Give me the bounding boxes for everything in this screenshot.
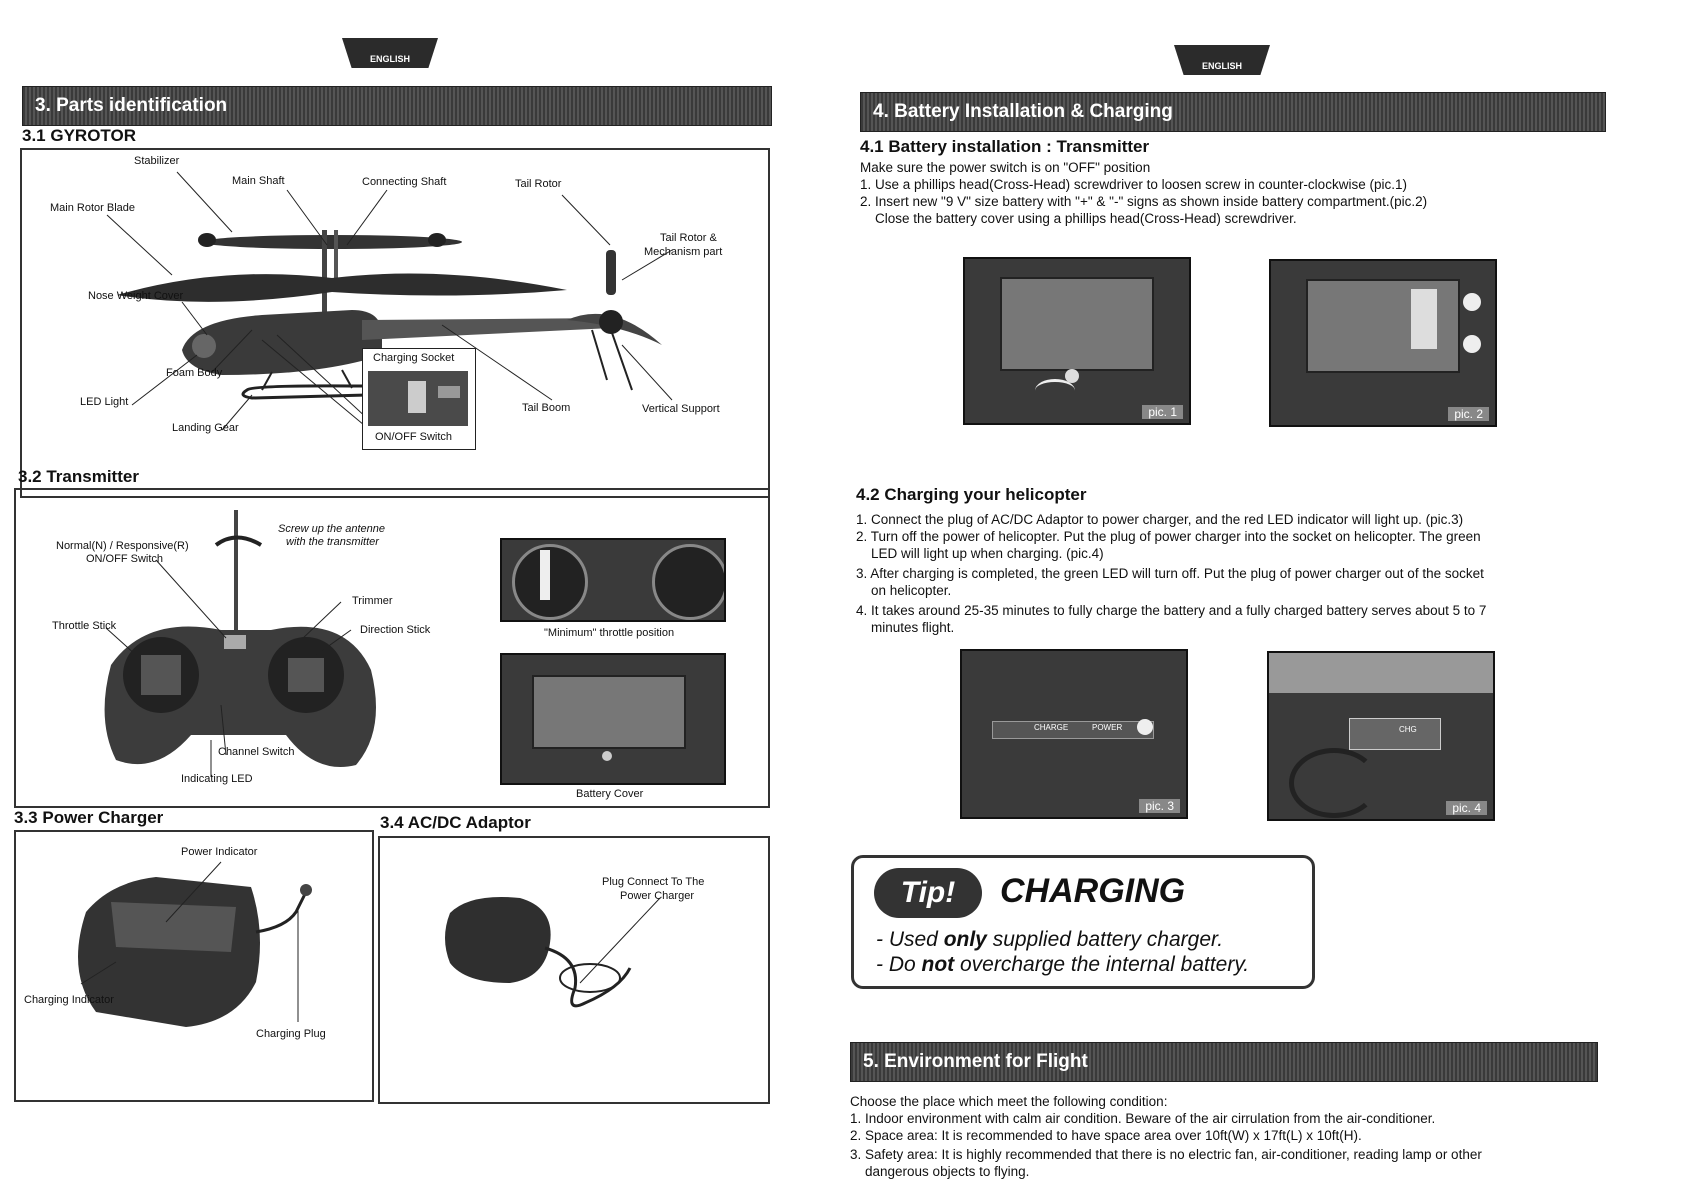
label-antenna-note-2: with the transmitter: [286, 536, 379, 548]
environment-line-4: dangerous objects to flying.: [850, 1164, 1030, 1179]
label-antenna-note-1: Screw up the antenne: [278, 523, 386, 535]
charger-illustration: [78, 861, 312, 1027]
charging-line-5: 4. It takes around 25-35 minutes to full…: [856, 603, 1487, 618]
tip-title: CHARGING: [1000, 872, 1186, 910]
adaptor-illustration: [445, 897, 661, 1008]
language-tab: ENGLISH: [342, 38, 438, 68]
label-foam-body: Foam Body: [166, 367, 223, 379]
transmitter-panel: Screw up the antenne with the transmitte…: [14, 488, 770, 808]
socket-photo: [368, 371, 468, 426]
tip-line-1-emph: only: [943, 928, 987, 951]
label-stabilizer: Stabilizer: [134, 155, 180, 167]
label-mode-switch-1: Normal(N) / Responsive(R): [56, 540, 189, 552]
label-landing-gear: Landing Gear: [172, 422, 239, 434]
label-min-throttle: "Minimum" throttle position: [544, 627, 675, 639]
pic1-tag: pic. 1: [1142, 405, 1183, 419]
tip-line-2-rest: overcharge the internal battery.: [954, 953, 1250, 976]
label-charging-indicator: Charging Indicator: [24, 994, 114, 1006]
label-indicating-led: Indicating LED: [181, 773, 253, 785]
pic3-photo: CHARGE POWER pic. 3: [960, 649, 1188, 819]
charging-line-0: 1. Connect the plug of AC/DC Adaptor to …: [856, 512, 1464, 527]
label-tail-rotor: Tail Rotor: [515, 178, 562, 190]
label-charging-plug: Charging Plug: [256, 1028, 326, 1040]
label-power-indicator: Power Indicator: [181, 846, 258, 858]
charging-line-2: LED will light up when charging. (pic.4): [856, 546, 1104, 561]
label-tail-boom: Tail Boom: [522, 402, 571, 414]
tip-line-1-prefix: - Used: [876, 928, 944, 951]
label-nose-weight-cover: Nose Weight Cover: [88, 290, 184, 302]
language-tab-right: ENGLISH: [1174, 45, 1270, 75]
tip-line-2: - Do not overcharge the internal battery…: [876, 953, 1249, 977]
charging-line-1: 2. Turn off the power of helicopter. Put…: [856, 529, 1481, 544]
environment-line-1: 1. Indoor environment with calm air cond…: [850, 1111, 1436, 1126]
label-led-light: LED Light: [80, 396, 129, 408]
tip-line-1: - Used only supplied battery charger.: [876, 928, 1223, 952]
pic2-tag: pic. 2: [1448, 407, 1489, 421]
label-battery-cover: Battery Cover: [576, 788, 644, 800]
label-direction-stick: Direction Stick: [360, 624, 431, 636]
label-tail-rotor-mech-1: Tail Rotor &: [660, 232, 717, 244]
pic4-photo: CHG pic. 4: [1267, 651, 1495, 821]
pic2-photo: pic. 2: [1269, 259, 1497, 427]
label-main-rotor-blade: Main Rotor Blade: [50, 202, 135, 214]
power-label: POWER: [1092, 723, 1123, 732]
label-charging-socket: Charging Socket: [373, 352, 455, 364]
tip-line-2-emph: not: [921, 953, 955, 976]
adaptor-panel: Plug Connect To The Power Charger: [378, 836, 770, 1104]
environment-line-2: 2. Space area: It is recommended to have…: [850, 1128, 1362, 1143]
charging-heading: 4.2 Charging your helicopter: [856, 485, 1087, 504]
label-channel-switch: Channel Switch: [218, 746, 295, 758]
install-line-2: 2. Insert new "9 V" size battery with "+…: [860, 194, 1428, 209]
charging-socket-inset: Charging Socket ON/OFF Switch: [362, 348, 476, 450]
label-tail-rotor-mech-2: Mechanism part: [644, 246, 723, 258]
label-trimmer: Trimmer: [352, 595, 393, 607]
battery-cover-photo: [500, 653, 726, 785]
tip-badge: Tip!: [874, 868, 982, 918]
label-plug-1: Plug Connect To The: [602, 876, 705, 888]
section-title-battery: 4. Battery Installation & Charging: [860, 92, 1606, 132]
power-charger-heading: 3.3 Power Charger: [14, 808, 164, 827]
environment-line-0: Choose the place which meet the followin…: [850, 1094, 1168, 1109]
pic1-photo: pic. 1: [963, 257, 1191, 425]
adaptor-heading: 3.4 AC/DC Adaptor: [380, 813, 531, 832]
helicopter-illustration: [117, 230, 662, 400]
pic3-tag: pic. 3: [1139, 799, 1180, 813]
pic4-tag: pic. 4: [1446, 801, 1487, 815]
section-title-environment: 5. Environment for Flight: [850, 1042, 1598, 1082]
power-charger-panel: Power Indicator Charging Indicator Charg…: [14, 830, 374, 1102]
battery-install-heading: 4.1 Battery installation : Transmitter: [860, 137, 1150, 156]
section-title-parts: 3. Parts identification: [22, 86, 772, 126]
label-plug-2: Power Charger: [620, 890, 694, 902]
min-throttle-photo: [500, 538, 726, 622]
label-on-off-switch: ON/OFF Switch: [375, 431, 453, 443]
chg-label: CHG: [1399, 725, 1417, 734]
label-main-shaft: Main Shaft: [232, 175, 285, 187]
charging-line-4: on helicopter.: [856, 583, 952, 598]
tip-line-1-rest: supplied battery charger.: [986, 928, 1224, 951]
charging-line-3: 3. After charging is completed, the gree…: [856, 566, 1484, 581]
install-line-0: Make sure the power switch is on "OFF" p…: [860, 160, 1151, 175]
gyrotor-panel: Stabilizer Main Shaft Connecting Shaft T…: [20, 148, 770, 498]
install-line-3: Close the battery cover using a phillips…: [860, 211, 1297, 226]
tip-line-2-prefix: - Do: [876, 953, 922, 976]
transmitter-heading: 3.2 Transmitter: [18, 467, 139, 486]
charge-label: CHARGE: [1034, 723, 1069, 732]
label-throttle-stick: Throttle Stick: [52, 620, 117, 632]
environment-line-3: 3. Safety area: It is highly recommended…: [850, 1147, 1482, 1162]
tip-box: Tip! CHARGING - Used only supplied batte…: [851, 855, 1315, 989]
charging-line-6: minutes flight.: [856, 620, 955, 635]
gyrotor-heading: 3.1 GYROTOR: [22, 126, 136, 145]
label-mode-switch-2: ON/OFF Switch: [86, 553, 164, 565]
label-connecting-shaft: Connecting Shaft: [362, 176, 447, 188]
transmitter-illustration: [104, 510, 377, 777]
label-vertical-support: Vertical Support: [642, 403, 720, 415]
install-line-1: 1. Use a phillips head(Cross-Head) screw…: [860, 177, 1407, 192]
